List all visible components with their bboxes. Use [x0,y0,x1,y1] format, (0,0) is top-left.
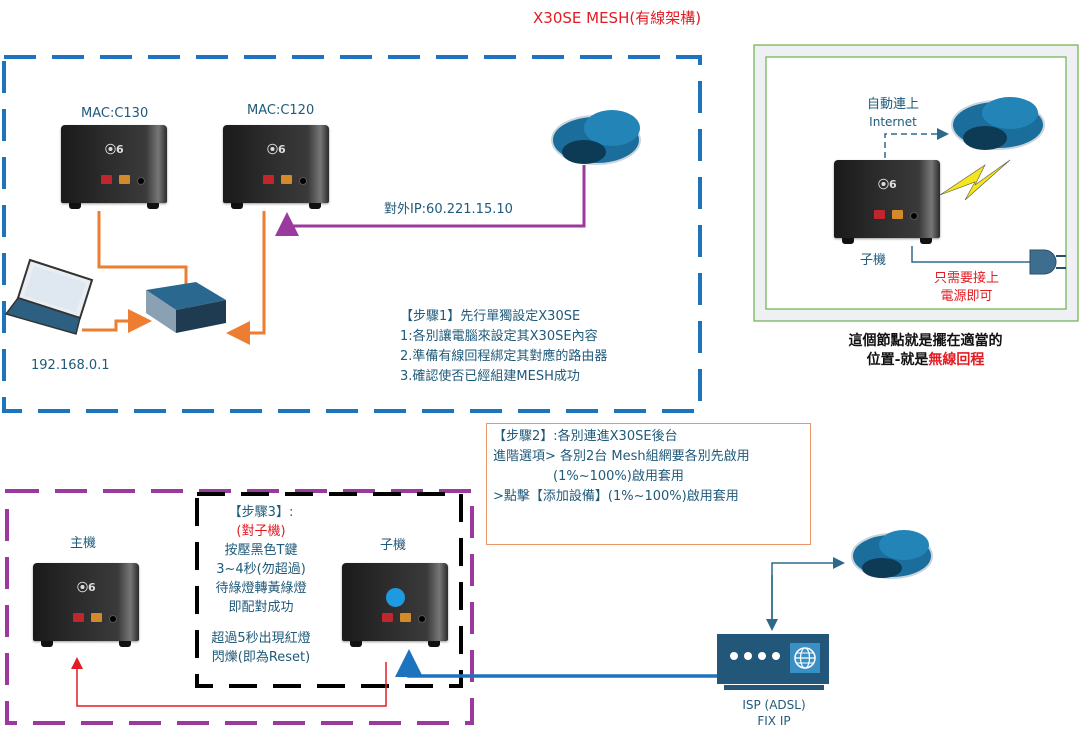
wifi6-logo-icon: ⦿6 [878,178,897,191]
wifi6-logo-icon: ⦿6 [77,581,96,594]
switch-icon [146,282,226,333]
link-laptop-switch [82,309,152,333]
pairing-button-icon [386,588,405,607]
step2-line: >點擊【添加設備】(1%~100%)啟用套用 [493,489,739,504]
cloud-icon-panel [951,97,1045,150]
link-main-sub [71,657,387,707]
auto-connect-line1: 自動連上 [867,97,920,112]
router-sub [342,563,448,647]
wireless-node-label: 子機 [860,253,887,268]
link-cloud-c120 [275,165,586,236]
link-isp-sub [395,649,720,678]
caption-line2-prefix: 位置-就是 [866,351,929,368]
diagram-title: X30SE MESH(有線架構) [533,9,702,27]
sub-node-label: 子機 [380,538,407,553]
power-cord [911,246,1030,263]
step3-line: 3~4秒(勿超過) [216,562,306,577]
power-plug-icon [1029,249,1066,275]
router-wireless-node: ⦿6 [834,160,940,244]
power-note: 只需要接上 電源即可 [934,270,999,305]
step3-warning: 超過5秒出現紅燈 [211,631,311,646]
router-c120: ⦿6 [223,125,329,209]
node-c120-label: MAC:C120 [247,103,315,118]
step2-text: 【步驟2】:各別連進X30SE後台 進階選項> 各別2台 Mesh組網要各別先啟… [493,427,750,507]
laptop-ip-label: 192.168.0.1 [31,358,110,373]
step1-heading: 【步驟1】先行單獨設定X30SE [400,309,581,324]
link-wireless-internet [884,128,949,158]
wifi6-logo-icon: ⦿6 [105,143,124,156]
router-main: ⦿6 [33,563,139,647]
step3-block: 【步驟3】: (對子機) 按壓黑色T鍵 3~4秒(勿超過) 待綠燈轉黃綠燈 即配… [205,503,317,667]
node-c130-label: MAC:C130 [81,106,149,121]
step3-warning: 閃爍(即為Reset) [211,650,311,665]
step2-line: 【步驟2】:各別連進X30SE後台 [493,429,678,444]
caption-line1: 這個節點就是擺在適當的 [848,333,1003,349]
laptop-icon [4,258,94,335]
external-ip-label: 對外IP:60.221.15.10 [384,202,513,217]
link-c120-switch [226,211,266,345]
power-note-line1: 只需要接上 [934,271,1000,286]
auto-connect-label: 自動連上 Internet [867,96,919,130]
step3-line: 即配對成功 [228,600,294,615]
router-c130: ⦿6 [61,125,167,209]
wifi6-logo-icon: ⦿6 [267,143,286,156]
step1-block: 【步驟1】先行單獨設定X30SE 1:各別讓電腦來設定其X30SE內容 2.準備… [400,307,607,387]
step1-line: 3.確認使否已經組建MESH成功 [400,369,580,384]
auto-connect-line2: Internet [869,114,917,129]
isp-label-line2: FIX IP [757,714,791,729]
power-note-line2: 電源即可 [940,288,993,304]
step1-line: 1:各別讓電腦來設定其X30SE內容 [400,329,598,344]
main-node-label: 主機 [70,536,97,551]
top-section-frame [2,55,702,413]
wireless-caption: 這個節點就是擺在適當的 位置-就是無線回程 [838,332,1013,370]
step3-target: (對子機) [236,524,286,539]
step3-line: 待綠燈轉黃綠燈 [215,581,307,596]
cloud-icon-bottom [851,530,933,579]
step1-line: 2.準備有線回程綁定其對應的路由器 [400,349,608,364]
bottom-section-frame [5,489,474,725]
step2-line: (1%~100%)啟用套用 [553,469,684,484]
isp-label: ISP (ADSL) FIX IP [742,697,806,729]
step2-box: 【步驟2】:各別連進X30SE後台 進階選項> 各別2台 Mesh組網要各別先啟… [486,423,811,545]
step3-frame [195,492,463,688]
caption-highlight: 無線回程 [928,351,985,368]
lightning-icon [939,159,1011,201]
cloud-icon-top [551,110,641,165]
isp-label-line1: ISP (ADSL) [742,698,806,712]
isp-modem-icon [717,634,829,690]
step3-line: 按壓黑色T鍵 [224,543,298,558]
step3-heading: 【步驟3】: [228,505,294,520]
step2-line: 進階選項> 各別2台 Mesh組網要各別先啟用 [493,449,750,464]
link-isp-cloud [771,557,845,628]
